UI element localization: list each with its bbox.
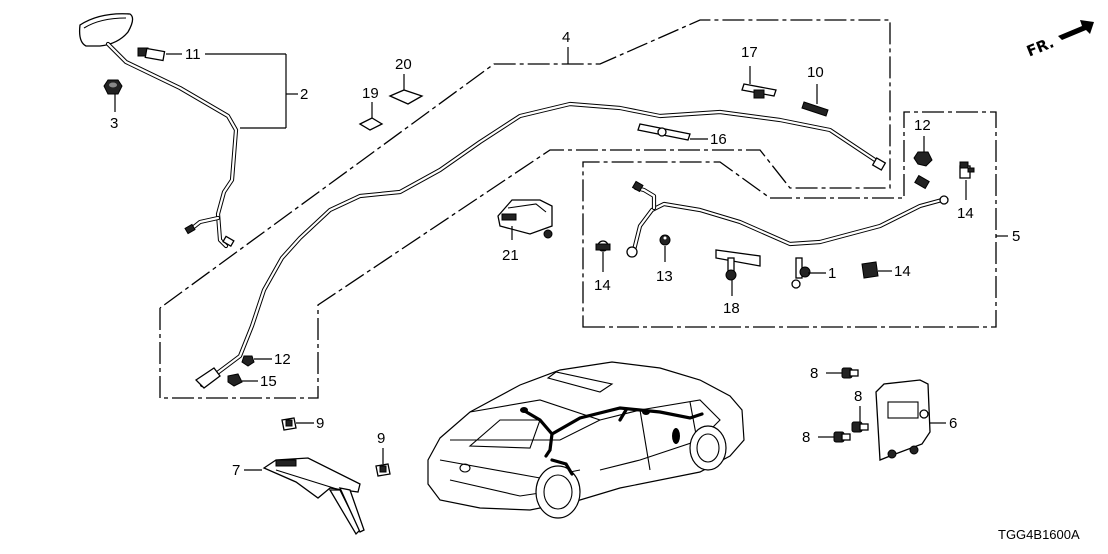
callout-3: 3: [110, 115, 118, 132]
callout-4: 4: [562, 29, 570, 46]
side-harness-part-5[interactable]: [626, 174, 949, 258]
callout-6: 6: [949, 415, 957, 432]
roof-antenna-assembly[interactable]: [78, 13, 239, 249]
callout-16: 16: [710, 131, 727, 148]
bracket-part-7[interactable]: [262, 457, 365, 536]
screw-part-8-top[interactable]: [841, 367, 859, 379]
clip-part-15[interactable]: [227, 373, 243, 387]
callout-18: 18: [723, 300, 740, 317]
screw-part-8-middle[interactable]: [851, 421, 869, 433]
roof-harness-part-4[interactable]: [194, 101, 887, 389]
clip-part-10[interactable]: [801, 101, 829, 117]
callout-7: 7: [232, 462, 240, 479]
callout-11: 11: [185, 46, 201, 63]
vehicle-illustration: [427, 361, 745, 519]
callout-20: 20: [395, 56, 412, 73]
grommet-part-12-upper[interactable]: [913, 151, 933, 167]
bracket-part-18[interactable]: [715, 249, 761, 281]
callout-9-left: 9: [316, 415, 324, 432]
callout-19: 19: [362, 85, 379, 102]
clamp-part-16[interactable]: [637, 123, 691, 141]
callout-12-upper: 12: [914, 117, 931, 134]
clip-part-14-left[interactable]: [595, 240, 611, 252]
callout-14-left: 14: [594, 277, 611, 294]
callout-14-upper: 14: [957, 205, 974, 222]
callout-8-bottom: 8: [802, 429, 810, 446]
callout-14-right: 14: [894, 263, 911, 280]
callout-8-middle: 8: [854, 388, 862, 405]
callout-10: 10: [807, 64, 824, 81]
clip-part-13[interactable]: [659, 234, 671, 246]
pad-part-20[interactable]: [388, 89, 424, 105]
antenna-nut-part-3[interactable]: [103, 79, 123, 95]
callout-21: 21: [502, 247, 519, 264]
callout-8-top: 8: [810, 365, 818, 382]
sensor-part-1[interactable]: [791, 257, 811, 289]
control-module-part-6[interactable]: [875, 379, 931, 461]
callout-5: 5: [1012, 228, 1020, 245]
callout-9-right: 9: [377, 430, 385, 447]
callout-15: 15: [260, 373, 277, 390]
grommet-part-12-lower[interactable]: [241, 355, 255, 367]
front-arrow-icon: [1058, 20, 1094, 40]
front-direction-indicator: FR.: [1024, 20, 1094, 61]
callout-13: 13: [656, 268, 673, 285]
group-5-outline: [582, 111, 997, 328]
clip-part-14-right[interactable]: [861, 261, 879, 279]
front-label: FR.: [1024, 33, 1057, 60]
antenna-gasket-part-11[interactable]: [137, 47, 166, 62]
nut-part-9-right[interactable]: [375, 463, 391, 477]
screw-part-8-bottom[interactable]: [833, 431, 851, 443]
clip-part-19[interactable]: [358, 117, 384, 131]
callout-17: 17: [741, 44, 758, 61]
callout-1: 1: [828, 265, 836, 282]
diagram-code: TGG4B1600A: [998, 527, 1080, 542]
callout-12-lower: 12: [274, 351, 291, 368]
group-4-outline: [159, 19, 891, 399]
clip-part-14-upper[interactable]: [959, 161, 975, 179]
clip-part-17[interactable]: [741, 83, 777, 99]
control-unit-part-21[interactable]: [497, 199, 553, 239]
nut-part-9-left[interactable]: [281, 417, 297, 431]
callout-2: 2: [300, 86, 308, 103]
